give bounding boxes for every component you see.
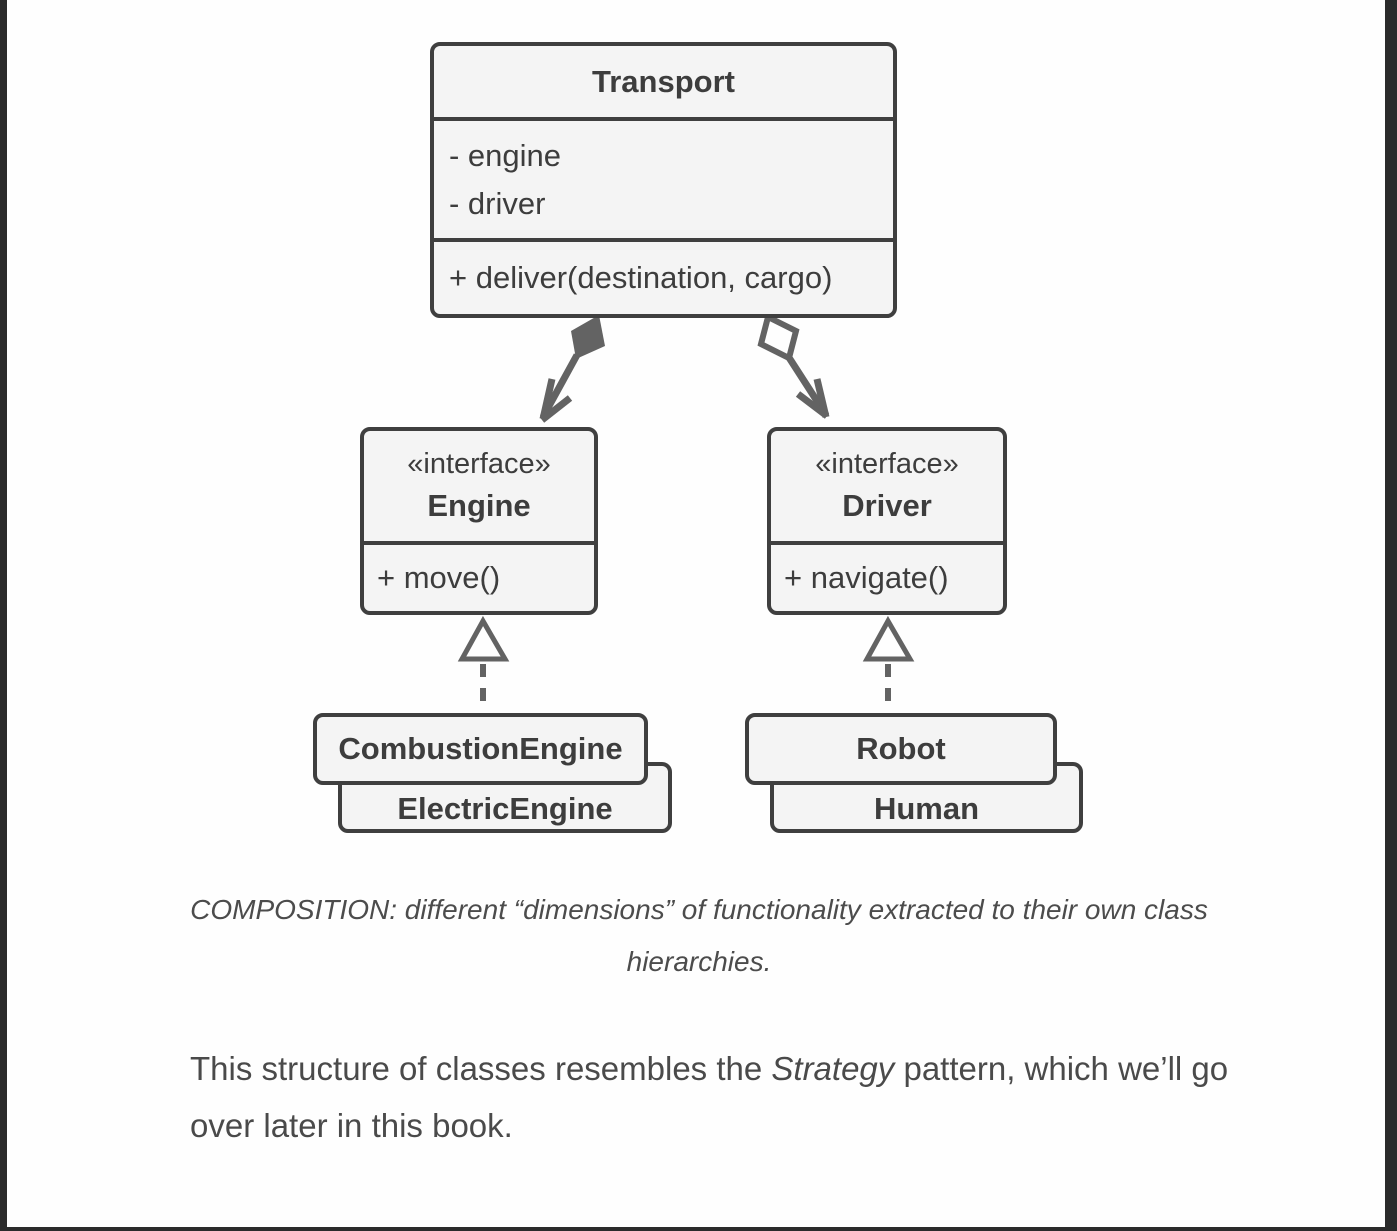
hollow-triangle-icon xyxy=(862,615,915,662)
aggregation-connector xyxy=(757,312,830,419)
paragraph-text: This structure of classes resembles the xyxy=(190,1050,772,1087)
method-navigate: + navigate() xyxy=(771,541,1003,611)
method-move: + move() xyxy=(364,541,594,611)
method-deliver: + deliver(destination, cargo) xyxy=(449,260,833,295)
class-box-combustion-engine: CombustionEngine xyxy=(313,713,648,785)
hollow-diamond-icon xyxy=(757,312,800,363)
filled-diamond-icon xyxy=(571,315,605,359)
class-methods: + deliver(destination, cargo) xyxy=(434,238,893,314)
paragraph-text: pattern, which we’ll go over later in th… xyxy=(190,1050,1229,1144)
interface-header: «interface» Engine xyxy=(364,431,594,541)
stereotype-label: «interface» xyxy=(407,448,551,480)
interface-title: Engine xyxy=(427,488,531,523)
interface-title: Driver xyxy=(842,488,932,523)
class-box-robot: Robot xyxy=(745,713,1057,785)
stereotype-label: «interface» xyxy=(815,448,959,480)
hollow-triangle-icon xyxy=(457,615,510,662)
realization-connector-engine xyxy=(457,615,510,712)
composition-connector xyxy=(539,315,605,423)
open-arrowhead-icon xyxy=(539,378,556,420)
frame-edge-right xyxy=(1385,0,1397,1231)
class-box-transport: Transport - engine - driver + deliver(de… xyxy=(430,42,897,318)
realization-connector-driver xyxy=(862,615,915,712)
body-paragraph: This structure of classes resembles the … xyxy=(190,1040,1230,1154)
frame-edge-bottom xyxy=(0,1227,1397,1231)
class-attributes: - engine - driver xyxy=(434,117,893,238)
interface-header: «interface» Driver xyxy=(771,431,1003,541)
interface-box-engine: «interface» Engine + move() xyxy=(360,427,598,615)
class-title: Transport xyxy=(592,63,735,99)
attribute-engine: - engine xyxy=(449,138,562,173)
strategy-pattern-emphasis: Strategy xyxy=(771,1050,895,1087)
attribute-driver: - driver xyxy=(449,186,546,221)
interface-box-driver: «interface» Driver + navigate() xyxy=(767,427,1007,615)
frame-edge-left xyxy=(0,0,7,1231)
figure-caption: COMPOSITION: different “dimensions” of f… xyxy=(190,894,1208,977)
